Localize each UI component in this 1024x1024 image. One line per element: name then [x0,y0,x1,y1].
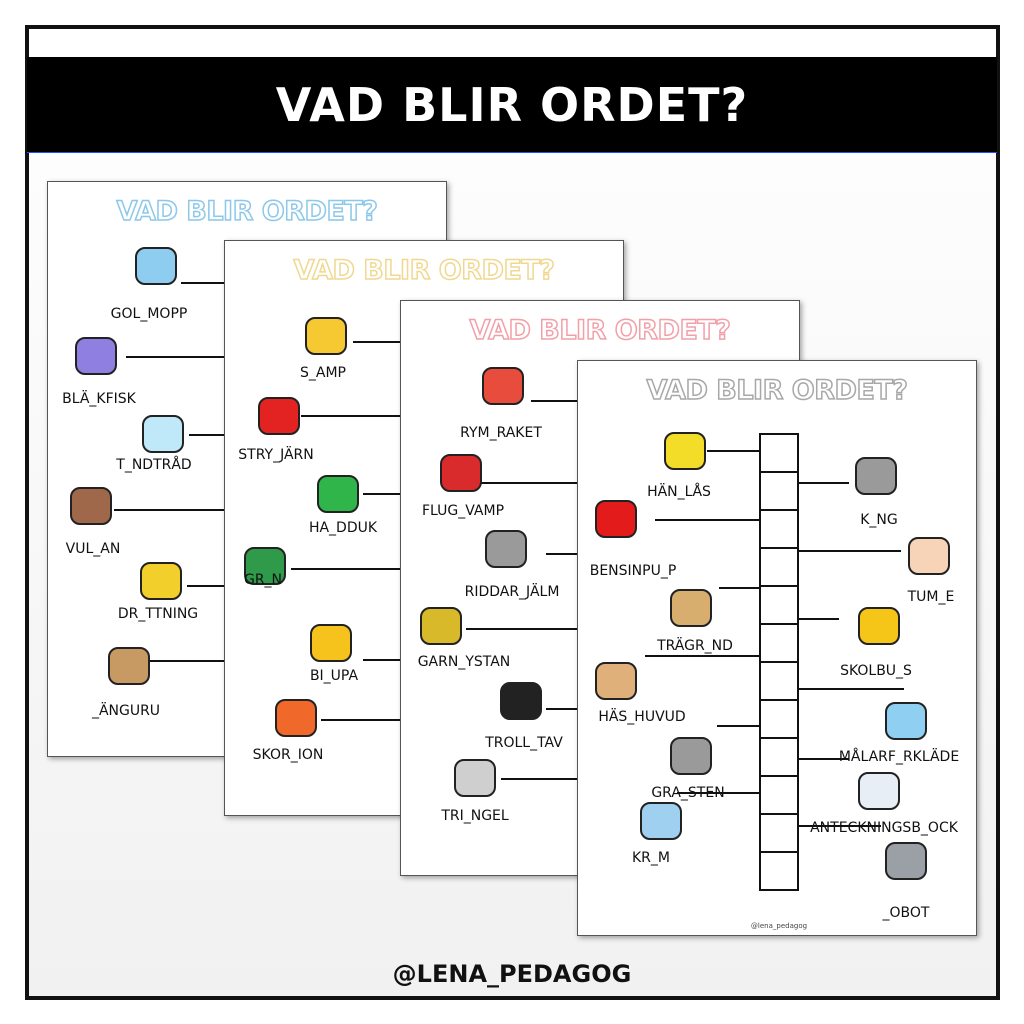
word-label: SKOR_ION [252,747,324,763]
connector-line [677,792,759,794]
sponge-icon [305,317,347,355]
answer-box[interactable] [761,777,797,815]
spruce-tree-icon [244,547,286,585]
beehive-icon [310,624,352,662]
word-label: BI_UPA [309,668,359,684]
worksheet-4: VAD BLIR ORDET? HÄN_LÅS BENSINPU_P TRÄGR_ND… [577,360,977,936]
notepad-icon [858,772,900,810]
padlock-icon [664,432,706,470]
word-label: TRÄGR_ND [657,638,733,654]
connector-line [798,758,849,760]
banner-title: VAD BLIR ORDET? [275,77,749,132]
connector-line [707,450,759,452]
robot-icon [885,842,927,880]
answer-box[interactable] [761,587,797,625]
gas-pump-icon [595,500,637,538]
mushroom-icon [440,454,482,492]
word-label: T_NDTRÅD [116,457,192,473]
connector-line [655,519,759,521]
knight-helmet-icon [485,530,527,568]
word-label: FLUG_VAMP [421,503,505,519]
sheet-credit: @lena_pedagog [750,922,808,930]
answer-box[interactable] [761,549,797,587]
school-bus-icon [858,607,900,645]
footer-handle: @LENA_PEDAGOG [392,960,632,988]
word-label: GR_N [243,572,283,588]
word-label: KR_M [632,850,670,866]
rocket-icon [482,367,524,405]
connector-line [798,618,839,620]
word-label: HÄS_HUVUD [598,709,686,725]
answer-box[interactable] [761,435,797,473]
word-label: BLÄ_KFISK [62,391,136,407]
thumbs-up-icon [908,537,950,575]
word-label: MÅLARF_RKLÄDE [838,749,960,765]
word-label: RYM_RAKET [460,425,542,441]
word-label: TRI_NGEL [441,808,509,824]
kangaroo-icon [108,647,150,685]
iron-icon [258,397,300,435]
connector-line [798,482,849,484]
magic-wand-icon [500,682,542,720]
word-label: VUL_AN [65,541,121,557]
word-label: RIDDAR_JÄLM [464,584,560,600]
connector-line [798,825,881,827]
wooden-gate-icon [670,589,712,627]
hug-icon [640,802,682,840]
word-label: _ÄNGURU [91,703,161,719]
word-label: STRY_JÄRN [238,447,314,463]
word-label: HÄN_LÅS [647,484,711,500]
word-label: TUM_E [907,589,955,605]
triangle-instrument-icon [454,759,496,797]
answer-box[interactable] [761,853,797,891]
worksheet-title: VAD BLIR ORDET? [116,195,379,228]
queen-icon [140,562,182,600]
title-banner: VAD BLIR ORDET? [27,57,997,153]
connector-line [717,725,759,727]
mop-icon [135,247,177,285]
worksheet-title: VAD BLIR ORDET? [469,314,732,347]
volcano-icon [70,487,112,525]
answer-box[interactable] [761,663,797,701]
worksheet-title: VAD BLIR ORDET? [646,374,909,407]
worksheet-title: VAD BLIR ORDET? [293,254,556,287]
connector-line [798,550,901,552]
connector-line [798,688,904,690]
answer-box[interactable] [761,473,797,511]
painter-smock-icon [885,702,927,740]
answer-boxes [759,433,799,891]
answer-box[interactable] [761,701,797,739]
yarn-ball-icon [420,607,462,645]
scorpion-icon [275,699,317,737]
answer-box[interactable] [761,739,797,777]
word-label: GOL_MOPP [110,306,188,322]
connector-line [719,587,759,589]
word-label: GARN_YSTAN [417,654,511,670]
word-label: HA_DDUK [308,520,378,536]
connector-line [645,655,759,657]
word-label: K_NG [860,512,898,528]
word-label: TROLL_TAV [485,735,563,751]
answer-box[interactable] [761,625,797,663]
dental-floss-icon [142,415,184,453]
word-label: DR_TTNING [117,606,199,622]
towel-icon [317,475,359,513]
word-label: S_AMP [300,365,346,381]
horse-head-icon [595,662,637,700]
king-icon [855,457,897,495]
answer-box[interactable] [761,815,797,853]
word-label: BENSINPU_P [589,563,677,579]
octopus-icon [75,337,117,375]
word-label: SKOLBU_S [840,663,912,679]
gravestone-icon [670,737,712,775]
answer-box[interactable] [761,511,797,549]
word-label: ANTECKNINGSB_OCK [810,820,958,836]
word-label: _OBOT [882,905,930,921]
